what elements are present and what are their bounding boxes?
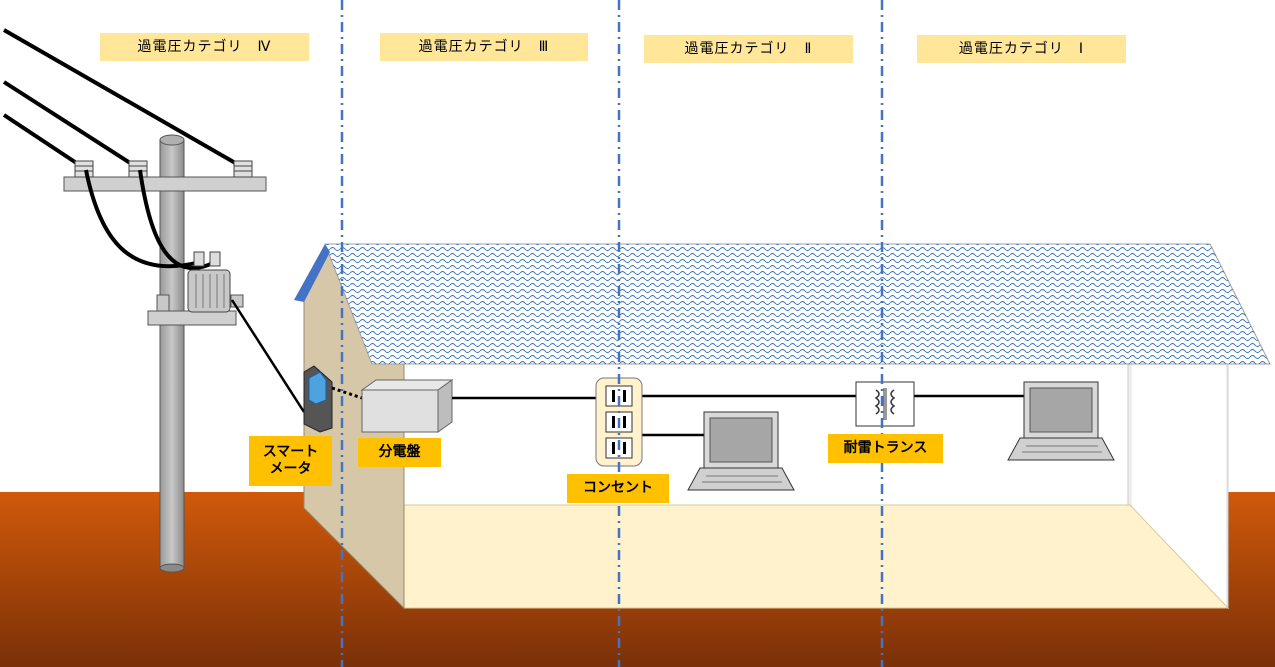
laptop-icon [687, 411, 795, 491]
meter-panel-link [331, 386, 363, 400]
utility-pole [159, 139, 185, 569]
lightning-transformer-label: 耐雷トランス [828, 434, 943, 463]
transformer-platform [147, 310, 237, 326]
transformer-bracket [156, 294, 170, 312]
laptop-icon [1007, 381, 1115, 461]
insulator [74, 160, 94, 178]
service-line [230, 299, 306, 413]
smart-meter-label: スマート メータ [249, 436, 332, 486]
distribution-board [360, 379, 454, 433]
lightning-transformer [855, 381, 915, 427]
power-line [3, 28, 245, 170]
house-roof-texture [325, 244, 1270, 364]
cross-arm [63, 176, 267, 192]
utility-pole-base [159, 563, 185, 573]
distribution-board-label: 分電盤 [358, 438, 441, 467]
utility-pole-top [159, 134, 185, 146]
outlet-label: コンセント [567, 474, 669, 503]
power-line [2, 113, 86, 170]
category-label-4: 過電圧カテゴリ Ⅳ [100, 33, 309, 61]
house-floor [403, 504, 1230, 609]
house-roof-edge [294, 244, 330, 302]
insulator [128, 160, 148, 178]
power-line [2, 80, 140, 170]
category-label-1: 過電圧カテゴリ Ⅰ [917, 35, 1126, 63]
smart-meter [303, 365, 333, 433]
category-label-3: 過電圧カテゴリ Ⅲ [380, 33, 588, 61]
drop-wire [138, 169, 216, 270]
pole-transformer [187, 251, 231, 313]
category-label-2: 過電圧カテゴリ Ⅱ [644, 35, 853, 63]
house-back-wall [403, 359, 1229, 511]
insulator [233, 160, 253, 178]
drop-wire [84, 169, 201, 269]
